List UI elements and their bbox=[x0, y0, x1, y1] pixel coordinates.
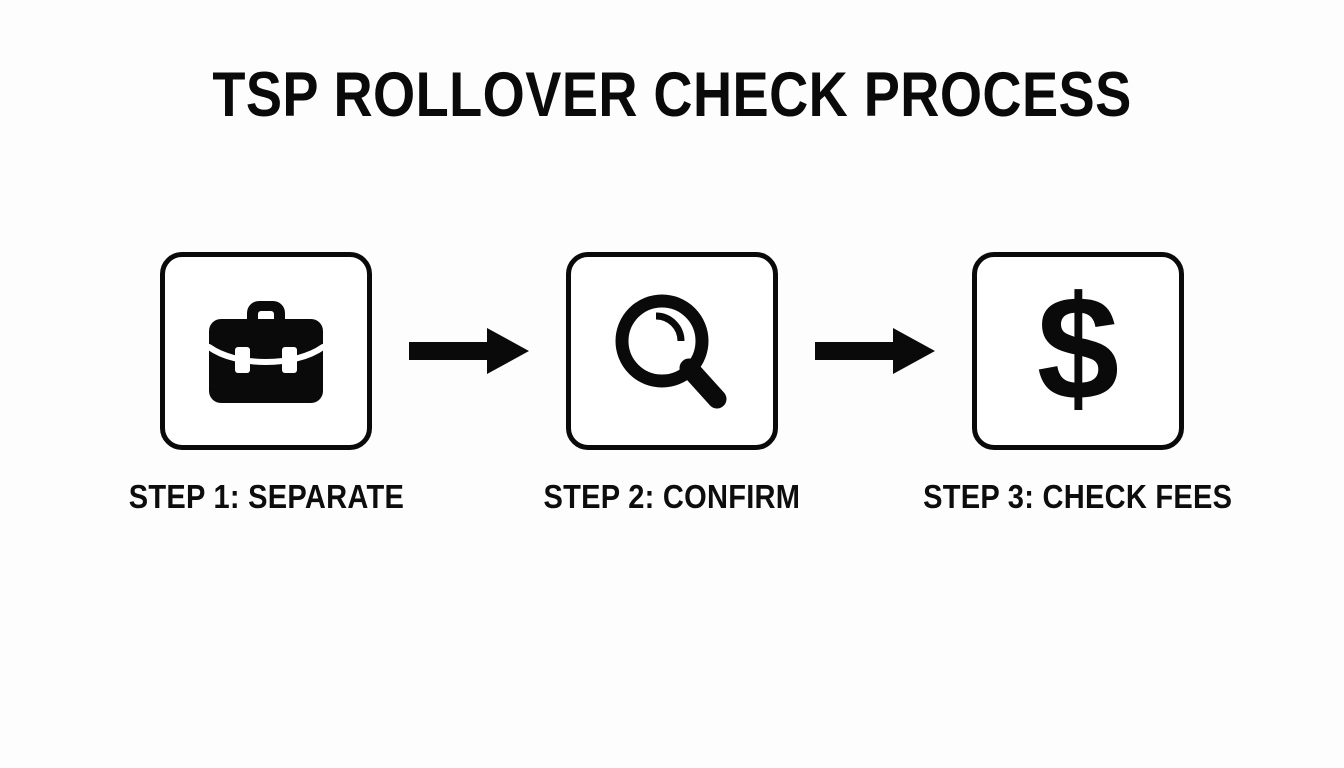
arrow-right-icon bbox=[815, 326, 935, 376]
briefcase-icon bbox=[197, 289, 335, 413]
step-1-icon-box bbox=[160, 252, 372, 450]
process-flow: STEP 1: SEPARATE STEP 2: CONFIRM bbox=[0, 252, 1344, 515]
step-1-label: STEP 1: SEPARATE bbox=[128, 478, 404, 515]
step-3-label: STEP 3: CHECK FEES bbox=[923, 478, 1233, 515]
process-step-1: STEP 1: SEPARATE bbox=[128, 252, 403, 516]
step-2-icon-box bbox=[566, 252, 778, 450]
arrow-right-icon bbox=[409, 326, 529, 376]
process-step-3: $ STEP 3: CHECK FEES bbox=[923, 252, 1232, 516]
step-3-icon-box: $ bbox=[972, 252, 1184, 450]
svg-text:$: $ bbox=[1037, 281, 1119, 421]
magnifying-glass-icon bbox=[607, 286, 737, 416]
connector-2 bbox=[778, 252, 972, 450]
dollar-sign-icon: $ bbox=[1026, 281, 1130, 421]
page-title: TSP ROLLOVER CHECK PROCESS bbox=[212, 60, 1132, 130]
connector-1 bbox=[372, 252, 566, 450]
step-2-label: STEP 2: CONFIRM bbox=[543, 478, 801, 515]
process-step-2: STEP 2: CONFIRM bbox=[544, 252, 800, 516]
